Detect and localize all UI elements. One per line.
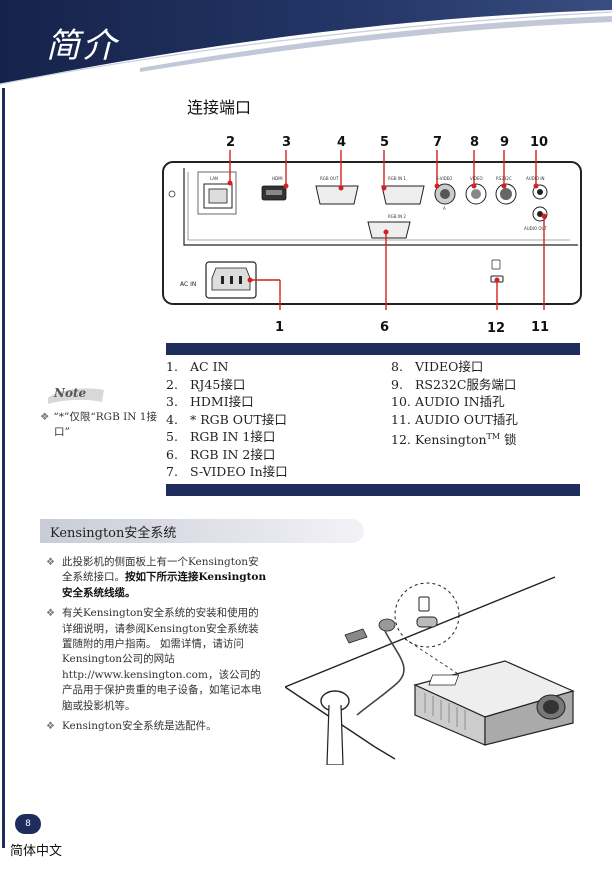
label-s-video-a: A	[443, 206, 446, 211]
label-rgb-in-2: RGB IN 2	[388, 214, 406, 219]
label-s-video: S-VIDEO	[436, 176, 452, 181]
connector-list-left: 1.AC IN 2.RJ45接口 3.HDMI接口 4.* RGB OUT接口 …	[166, 358, 288, 481]
list-item: 7.S-VIDEO In接口	[166, 464, 288, 479]
bullet-marker-icon: ❖	[46, 608, 55, 620]
list-item: 11.AUDIO OUT插孔	[391, 411, 518, 427]
bullet-marker-icon: ❖	[46, 721, 55, 733]
bottom-callouts: 1 6 12 11	[275, 320, 549, 336]
kensington-section-title: Kensington安全系统	[50, 526, 177, 541]
list-item: 4.* RGB OUT接口	[166, 411, 287, 427]
label-video: VIDEO	[470, 176, 483, 181]
label-audio-in: AUDIO IN	[526, 176, 545, 181]
list-item: ❖有关Kensington安全系统的安装和使用的详细说明，请参阅Kensingt…	[46, 607, 262, 712]
callout-8: 8	[470, 135, 479, 150]
list-item: 1.AC IN	[166, 359, 229, 374]
bullet-marker-icon: ❖	[40, 411, 50, 423]
header-swoosh	[0, 0, 612, 88]
list-bottom-bar	[166, 484, 580, 496]
list-item: ❖此投影机的侧面板上有一个Kensington安全系统接口。按如下所示连接Ken…	[46, 556, 267, 599]
callout-12: 12	[487, 321, 505, 336]
list-top-bar	[166, 343, 580, 355]
label-rgb-in-1: RGB IN 1	[388, 176, 406, 181]
note-icon: Note	[48, 386, 104, 404]
callout-2: 2	[226, 135, 235, 150]
note-text: ❖“*”仅限“RGB IN 1接口”	[40, 411, 157, 438]
section-title: 连接端口	[187, 98, 252, 117]
kensington-section-header: Kensington安全系统	[40, 519, 364, 543]
list-item: 2.RJ45接口	[166, 376, 246, 392]
footer-language: 简体中文	[10, 844, 63, 859]
connection-panel-diagram: 2 3 4 5 7 8 9 10 LAN HDMI RGB OUT RGB IN…	[162, 135, 582, 336]
callout-7: 7	[433, 135, 442, 150]
list-item: ❖Kensington安全系统是选配件。	[46, 719, 268, 734]
list-item: 8.VIDEO接口	[391, 359, 484, 374]
list-item: 6.RGB IN 2接口	[166, 446, 276, 462]
callout-6: 6	[380, 320, 389, 335]
list-item: 12.KensingtonTM 锁	[391, 432, 517, 448]
kensington-bullets: ❖此投影机的侧面板上有一个Kensington安全系统接口。按如下所示连接Ken…	[46, 555, 268, 739]
label-rgb-out: RGB OUT	[320, 176, 339, 181]
label-hdmi: HDMI	[272, 176, 283, 181]
callout-4: 4	[337, 135, 346, 150]
callout-9: 9	[500, 135, 509, 150]
note-label: Note	[53, 386, 87, 400]
page-title: 简介	[46, 26, 118, 66]
callout-3: 3	[282, 135, 291, 150]
label-ac-in: AC IN	[180, 281, 196, 288]
label-audio-out: AUDIO OUT	[524, 226, 547, 231]
list-item: 9.RS232C服务端口	[391, 376, 517, 392]
callout-5: 5	[380, 135, 389, 150]
connector-list-right: 8.VIDEO接口 9.RS232C服务端口 10.AUDIO IN插孔 11.…	[391, 358, 518, 449]
top-callouts: 2 3 4 5 7 8 9 10	[226, 135, 548, 150]
bullet-marker-icon: ❖	[46, 557, 55, 568]
list-item: 3.HDMI接口	[166, 394, 254, 409]
callout-10: 10	[530, 135, 548, 150]
list-item: 5.RGB IN 1接口	[166, 429, 276, 444]
list-item: 10.AUDIO IN插孔	[391, 394, 505, 409]
callout-1: 1	[275, 320, 284, 335]
page-number: 8	[15, 814, 41, 834]
left-margin-rule	[2, 88, 5, 848]
label-lan: LAN	[210, 176, 218, 181]
callout-11: 11	[531, 320, 549, 335]
kensington-lock-illustration	[285, 576, 575, 765]
header-banner: 简介	[0, 0, 612, 88]
